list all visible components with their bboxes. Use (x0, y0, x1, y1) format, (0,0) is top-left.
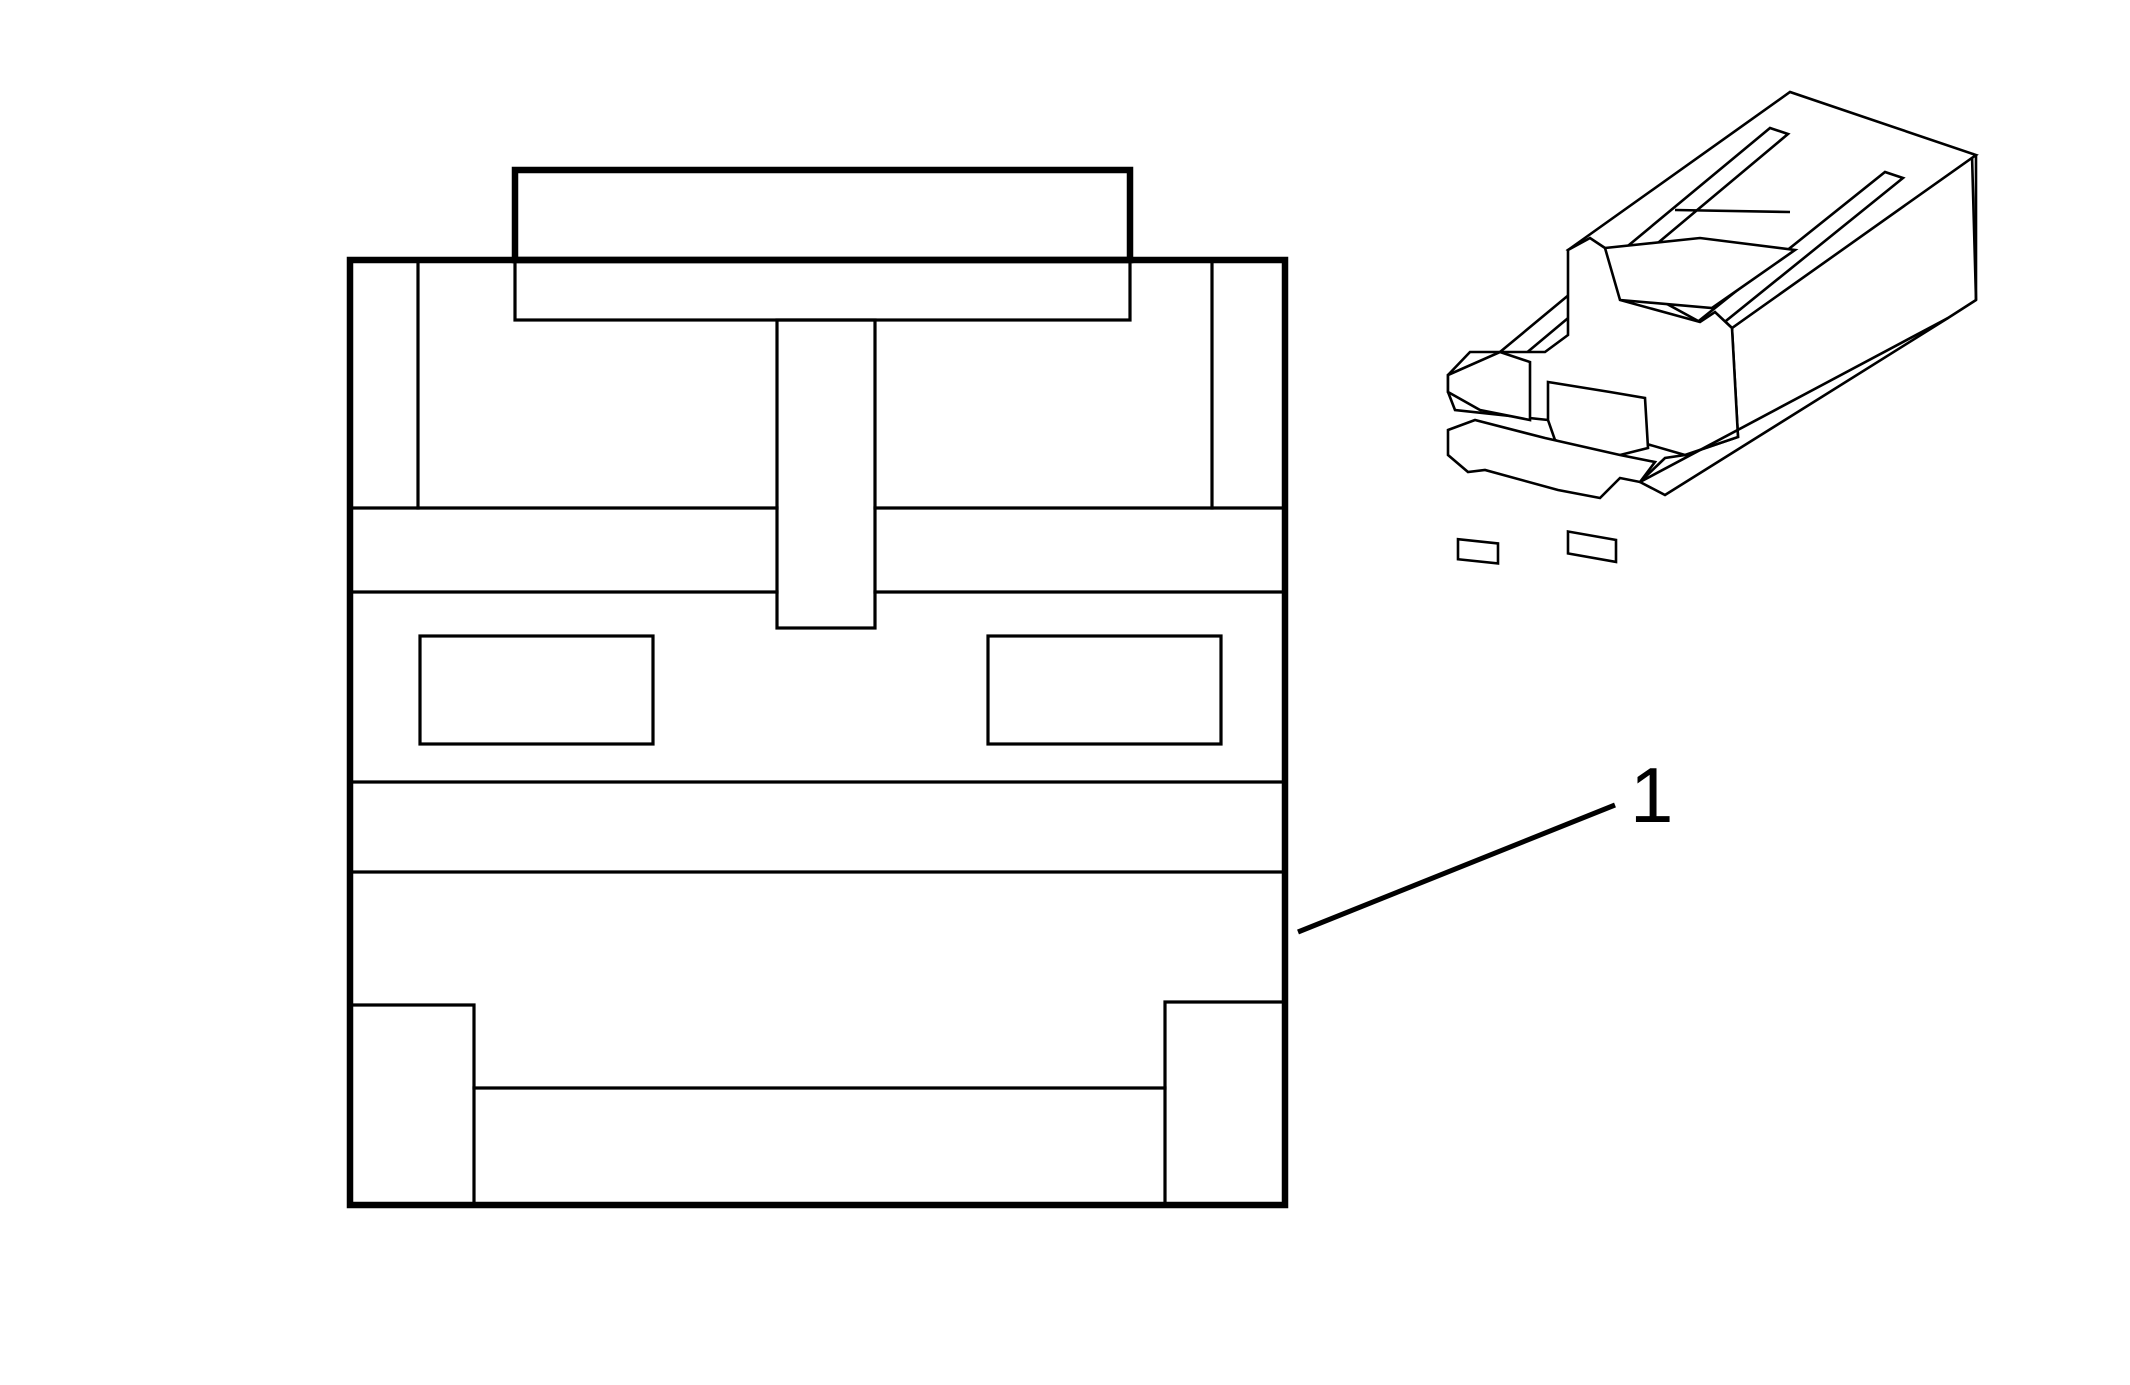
locking-tab (511, 166, 1134, 264)
connector-front-view (346, 166, 1289, 1209)
iso-prong-left (1446, 350, 1532, 422)
iso-lower-ledge (1446, 418, 1658, 500)
callout-label: 1 (1630, 751, 1673, 839)
iso-bottom-edge (1639, 316, 1949, 484)
callout: 1 (1297, 751, 1673, 935)
latch-stem (775, 318, 877, 630)
terminal-cavity-left (418, 634, 655, 746)
callout-leader-line (1297, 802, 1616, 935)
connector-isometric-view (1446, 90, 1979, 565)
iso-latch-edge (1674, 208, 1791, 214)
tab-base (513, 258, 1132, 322)
iso-terminal-window-left (1456, 537, 1500, 565)
bottom-key-right (1163, 1000, 1287, 1207)
terminal-cavity-right (986, 634, 1223, 746)
iso-terminal-window-right (1566, 529, 1618, 564)
bottom-key-left (348, 1003, 476, 1207)
connector-body-outline (346, 256, 1289, 1209)
iso-prong-right (1546, 380, 1650, 462)
